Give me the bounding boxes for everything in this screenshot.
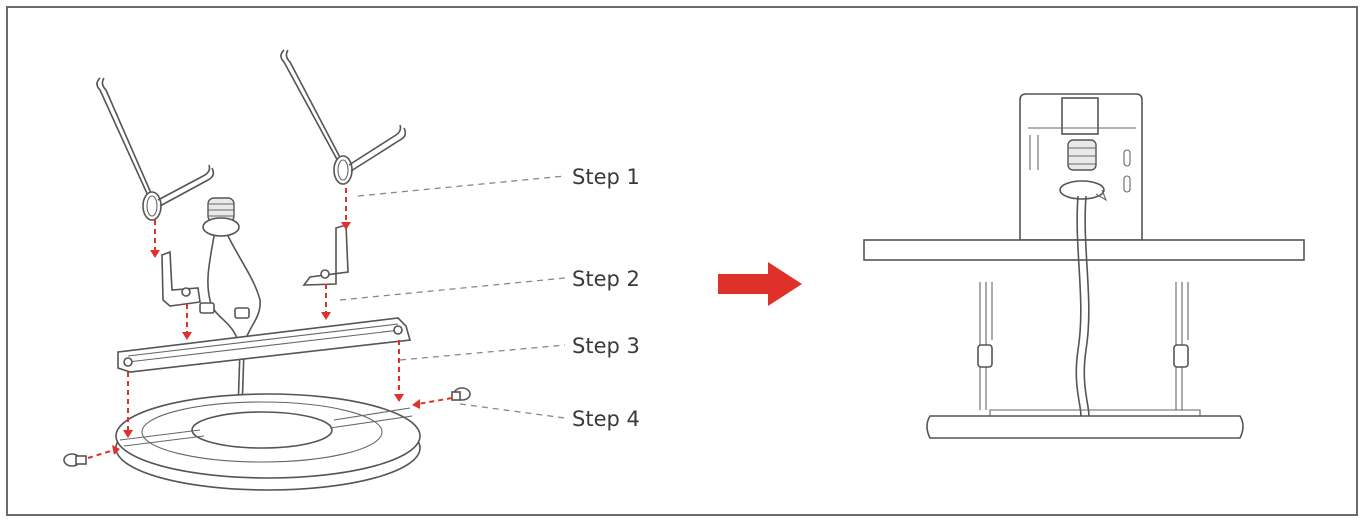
exploded-assembly-view: Step 1 Step 2 Step 3 Step 4 xyxy=(63,49,640,491)
lamp-socket xyxy=(199,197,261,411)
step-3-label: Step 3 xyxy=(572,334,640,358)
guide-arrows xyxy=(87,188,453,459)
power-wire xyxy=(1075,195,1082,421)
led-panel xyxy=(115,393,421,491)
ceiling-board xyxy=(863,239,1305,261)
installed-assembly-view xyxy=(863,93,1305,439)
mounting-bracket-right xyxy=(302,223,349,286)
step-leaders xyxy=(339,175,566,419)
crossbar xyxy=(117,317,412,373)
installed-panel xyxy=(926,409,1244,439)
step-1-label: Step 1 xyxy=(572,165,640,189)
spring-clip-left xyxy=(96,77,215,221)
spring-clip-right xyxy=(280,49,407,185)
right-arrow-icon xyxy=(718,262,802,306)
step-4-label: Step 4 xyxy=(572,407,640,431)
side-screw-right xyxy=(451,387,471,401)
installed-springs xyxy=(977,282,1189,410)
installed-socket xyxy=(1059,139,1108,202)
side-screw-left xyxy=(63,453,87,467)
step-2-label: Step 2 xyxy=(572,267,640,291)
mounting-bracket-left xyxy=(161,250,201,307)
